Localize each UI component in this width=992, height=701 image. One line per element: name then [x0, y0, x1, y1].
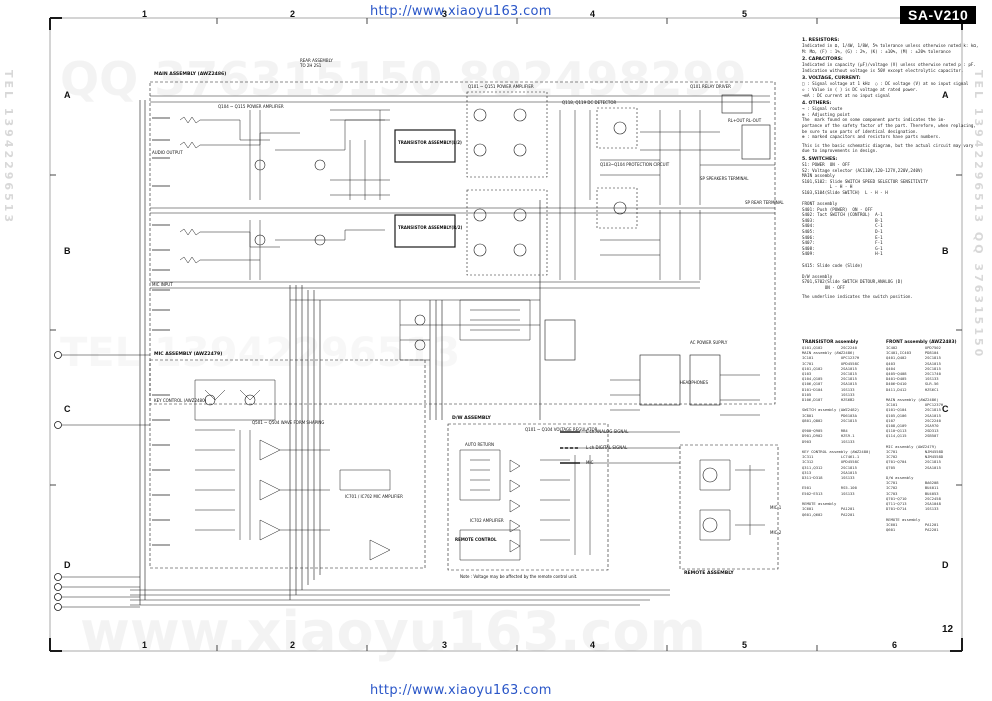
notes-resistors-text: Indicated in Ω, 1/4W, 1/8W, 5% tolerance…: [802, 43, 979, 54]
audio-output-label: AUDIO OUTPUT: [152, 150, 183, 155]
ic-amplifier-label: IC702 AMPLIFIER: [470, 518, 504, 523]
parts-table-right-text: IC402 UPD7502 IC401,IC403 PD8104 Q401,Q4…: [886, 345, 944, 533]
voltage-note-label: Note : Voltage may be affected by the re…: [460, 574, 578, 579]
mic-assembly-label: MIC ASSEMBLY (AWZ2479): [154, 352, 223, 357]
col-label-1: 1: [142, 9, 148, 19]
col-label-5: 5: [742, 9, 748, 19]
mic2-label: MIC 2: [770, 530, 782, 535]
notes-schematic: This is the basic schematic diagram, but…: [802, 142, 974, 154]
mic-amplifier-label: IC701 / IC702 MIC AMPLIFIER: [345, 494, 403, 499]
col-label-4-bottom: 4: [590, 640, 596, 650]
row-label-c: C: [64, 404, 71, 414]
parts-table-left-text: Q101,Q102 2SC2240 MAIN assembly (AWZ2486…: [802, 345, 871, 517]
auto-return-label: AUTO RETURN: [465, 442, 494, 447]
row-label-c-right: C: [942, 404, 949, 414]
notes-capacitors-text: Indicated in capacity (μF)/voltage (V) u…: [802, 62, 976, 73]
legend-lch-analog: L ch ANALOG SIGNAL: [586, 429, 629, 434]
transistor-assembly-r-label: TRANSISTOR ASSEMBLY(R/2): [398, 225, 463, 230]
col-label-5-bottom: 5: [742, 640, 748, 650]
mic1-label: MIC 1: [770, 505, 782, 510]
sp-rear-label: SP REAR TERMINAL: [745, 200, 784, 205]
row-label-d-right: D: [942, 560, 949, 570]
mic-input-label: MIC INPUT: [152, 282, 173, 287]
key-control-label: KEY CONTROL (AWZ2480): [154, 398, 207, 403]
remote-assembly-label: REMOTE ASSEMBLY: [684, 571, 734, 576]
col-label-3: 3: [442, 9, 448, 19]
dw-assembly-label: D/W ASSEMBLY: [452, 416, 491, 421]
col-label-4: 4: [590, 9, 596, 19]
relay-driver-label: Q101 RELAY DRIVER: [690, 84, 731, 89]
notes-others-heading: 4. OTHERS:: [802, 101, 832, 107]
url-top[interactable]: http://www.xiaoyu163.com: [370, 4, 552, 19]
notes-panel: 1. RESISTORS: Indicated in Ω, 1/4W, 1/8W…: [802, 38, 979, 299]
legend-mic: MIC: [586, 460, 594, 465]
rear-assembly-label: REAR ASSEMBLY TO 2H 2S1: [300, 58, 333, 68]
col-label-3-bottom: 3: [442, 640, 448, 650]
parts-table-left-heading: TRANSISTOR assembly: [802, 340, 859, 345]
rl-out-label: RL+OUT RL-OUT: [728, 118, 762, 123]
notes-resistors-heading: 1. RESISTORS:: [802, 38, 840, 43]
notes-others-text: → : Signal route ⊕ : Adjusting point The…: [802, 106, 976, 140]
transistor-assembly-l-label: TRANSISTOR ASSEMBLY(L/2): [398, 140, 462, 145]
dc-detector-label: Q118, Q119 DC DETECTOR: [562, 100, 617, 105]
notes-switch-footer: The underline indicates the switch posit…: [802, 293, 913, 299]
ac-power-label: AC POWER SUPPLY: [690, 340, 728, 345]
notes-switches-heading: 5. SWITCHES:: [802, 156, 838, 162]
notes-voltage-text: □ : Signal voltage at 1 kHz ○ : DC volta…: [802, 81, 969, 98]
page-number: 12: [942, 624, 954, 635]
col-label-2: 2: [290, 9, 296, 19]
notes-voltage-heading: 3. VOLTAGE, CURRENT:: [802, 76, 861, 82]
wave-shaper-label: Q501 ~ Q504 WAVE FORM SHAPING: [252, 420, 325, 425]
voltage-regulator-label: Q101 ~ Q104 VOLTAGE REGULATOR: [525, 427, 598, 432]
headphones-label: HEADPHONES: [680, 380, 708, 385]
power-amplifier2-label: Q104 ~ Q115 POWER AMPLIFIER: [218, 104, 284, 109]
parts-table-right: FRONT assembly (AWZ2483) IC402 UPD7502 I…: [886, 340, 958, 532]
notes-capacitors-heading: 2. CAPACITORS:: [802, 57, 843, 63]
parts-table-right-heading: FRONT assembly (AWZ2483): [886, 340, 957, 345]
col-label-1-bottom: 1: [142, 640, 148, 650]
edge-text-right: TEL 13942296513 QQ 376315150: [972, 70, 985, 360]
col-label-6-bottom: 6: [892, 640, 898, 650]
power-amplifier-label: Q101 ~ Q151 POWER AMPLIFIER: [468, 84, 534, 89]
sp-speakers-label: SP SPEAKERS TERMINAL: [700, 176, 749, 181]
edge-text-left: TEL 13942296513: [2, 70, 15, 226]
col-label-2-bottom: 2: [290, 640, 296, 650]
row-label-a: A: [64, 90, 71, 100]
protection-label: Q103~Q104 PROTECTION CIRCUIT: [600, 162, 670, 167]
parts-table-left: TRANSISTOR assembly Q101,Q102 2SC2240 MA…: [802, 340, 882, 517]
remote-control-label: REMOTE CONTROL: [455, 537, 497, 542]
notes-switches-text: S1: POWER ON - OFF S2: Voltage selector …: [802, 161, 929, 290]
row-label-b: B: [64, 246, 71, 256]
model-banner: SA-V210: [900, 6, 977, 24]
url-bottom[interactable]: http://www.xiaoyu163.com: [370, 683, 552, 698]
row-label-a-right: A: [942, 90, 949, 100]
row-label-b-right: B: [942, 246, 949, 256]
row-label-d: D: [64, 560, 71, 570]
main-assembly-label: MAIN ASSEMBLY (AWZ2486): [154, 72, 227, 77]
legend-lch-digital: L ch DIGITAL SIGNAL: [586, 445, 628, 450]
